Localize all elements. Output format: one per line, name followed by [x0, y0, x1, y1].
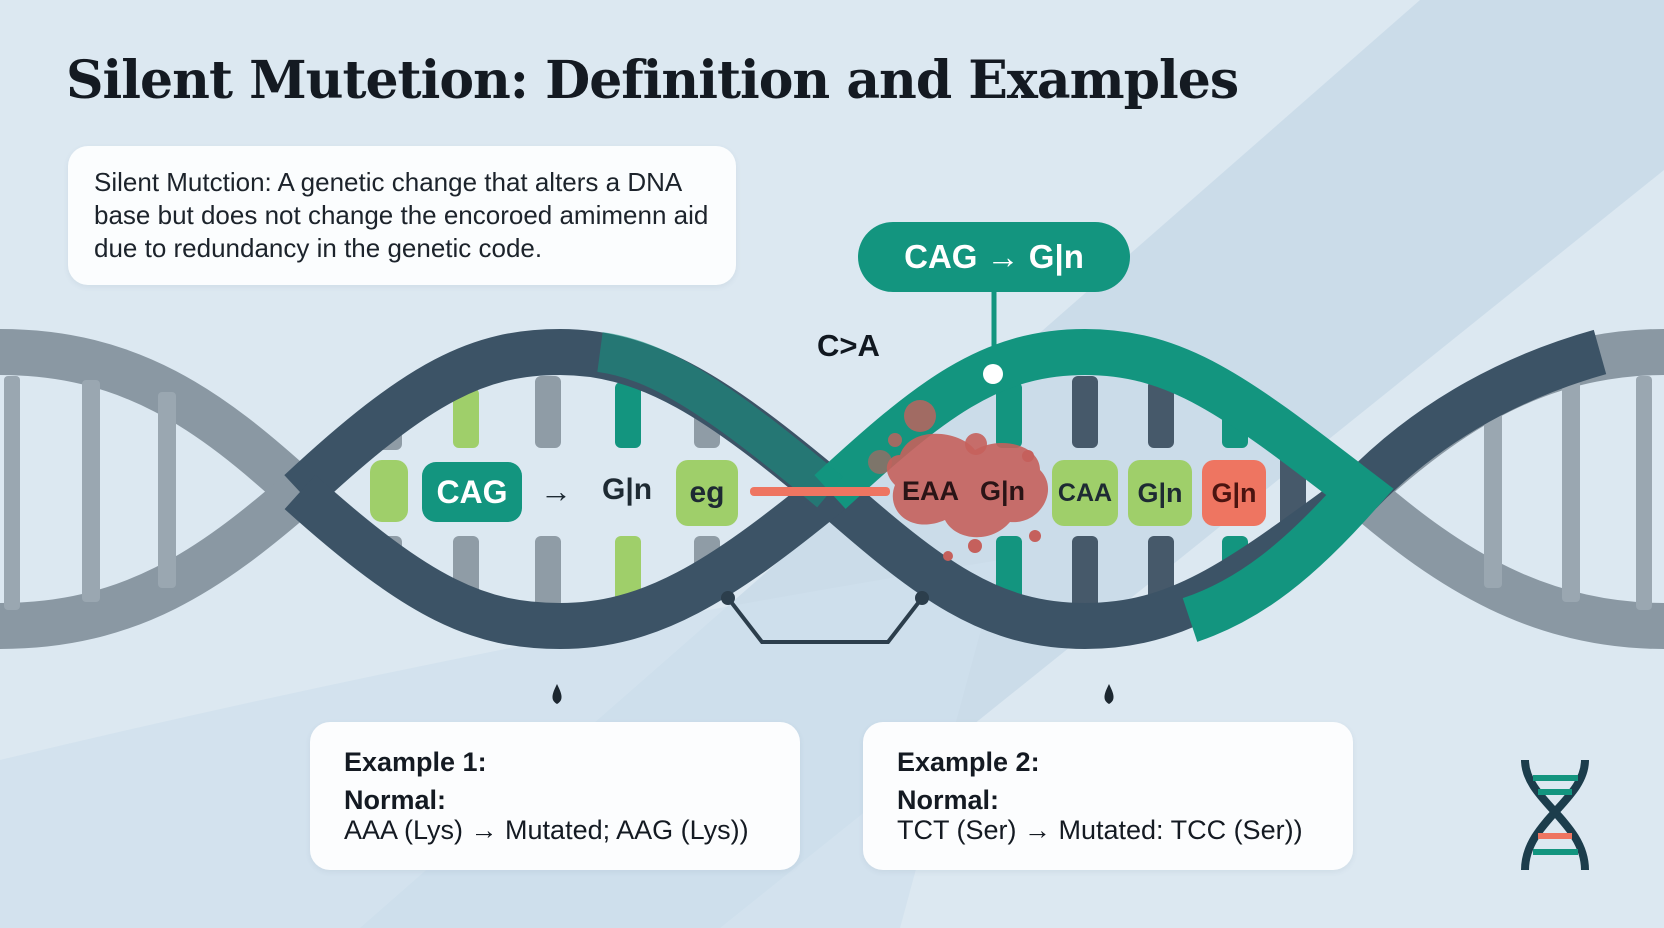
droplet-marker [1104, 684, 1114, 704]
dna-rungs-gray [4, 376, 1652, 610]
callout-dot [983, 364, 1003, 384]
codon-pill: CAG [422, 462, 522, 522]
mutation-splash [868, 400, 1049, 561]
codon-pill-green: CAA [1052, 460, 1118, 526]
dna-icon [1521, 759, 1589, 871]
page-title: Silent Mutetion: Definition and Examples [66, 50, 1239, 111]
droplet-marker [552, 684, 562, 704]
callout-label: CAG → G|n [858, 222, 1130, 292]
example-detail: TCT (Ser) → Mutated: TCC (Ser)) [897, 815, 1303, 845]
dna-strand-gray [1344, 474, 1664, 649]
definition-text: Silent Mutction: A genetic change that a… [94, 167, 709, 263]
base-change-label: C>A [817, 328, 880, 363]
amino-acid-text: G|n [602, 473, 653, 506]
dna-strand-teal [596, 332, 843, 508]
example-card-2: Example 2: Normal: TCT (Ser) → Mutated: … [863, 722, 1353, 870]
amino-pill-green: G|n [1128, 460, 1192, 526]
tag-pill: eg [676, 460, 738, 526]
bracket [726, 596, 924, 644]
mutated-codon-text: EAA [902, 476, 960, 506]
example-detail: AAA (Lys) → Mutated; AAG (Lys)) [344, 815, 749, 845]
dna-strand-dark [284, 474, 845, 650]
mutation-connector [750, 487, 890, 496]
dna-strand-teal [814, 328, 1394, 642]
example-card-1: Example 1: Normal: AAA (Lys) → Mutated; … [310, 722, 800, 870]
amino-pill-coral: G|n [1202, 460, 1266, 526]
mutated-amino-text: G|n [980, 476, 1026, 506]
definition-card: Silent Mutction: A genetic change that a… [68, 146, 736, 285]
dna-strand-gray [0, 474, 316, 649]
dna-strand-gray [0, 329, 316, 510]
example-title: Example 2: [897, 747, 1040, 777]
arrow-text: → [540, 473, 572, 509]
blank-base-pill [370, 460, 408, 522]
example-title: Example 1: [344, 747, 487, 777]
example-normal-label: Normal: [344, 785, 447, 815]
dna-strand-dark [1343, 329, 1607, 509]
example-normal-label: Normal: [897, 785, 1000, 815]
